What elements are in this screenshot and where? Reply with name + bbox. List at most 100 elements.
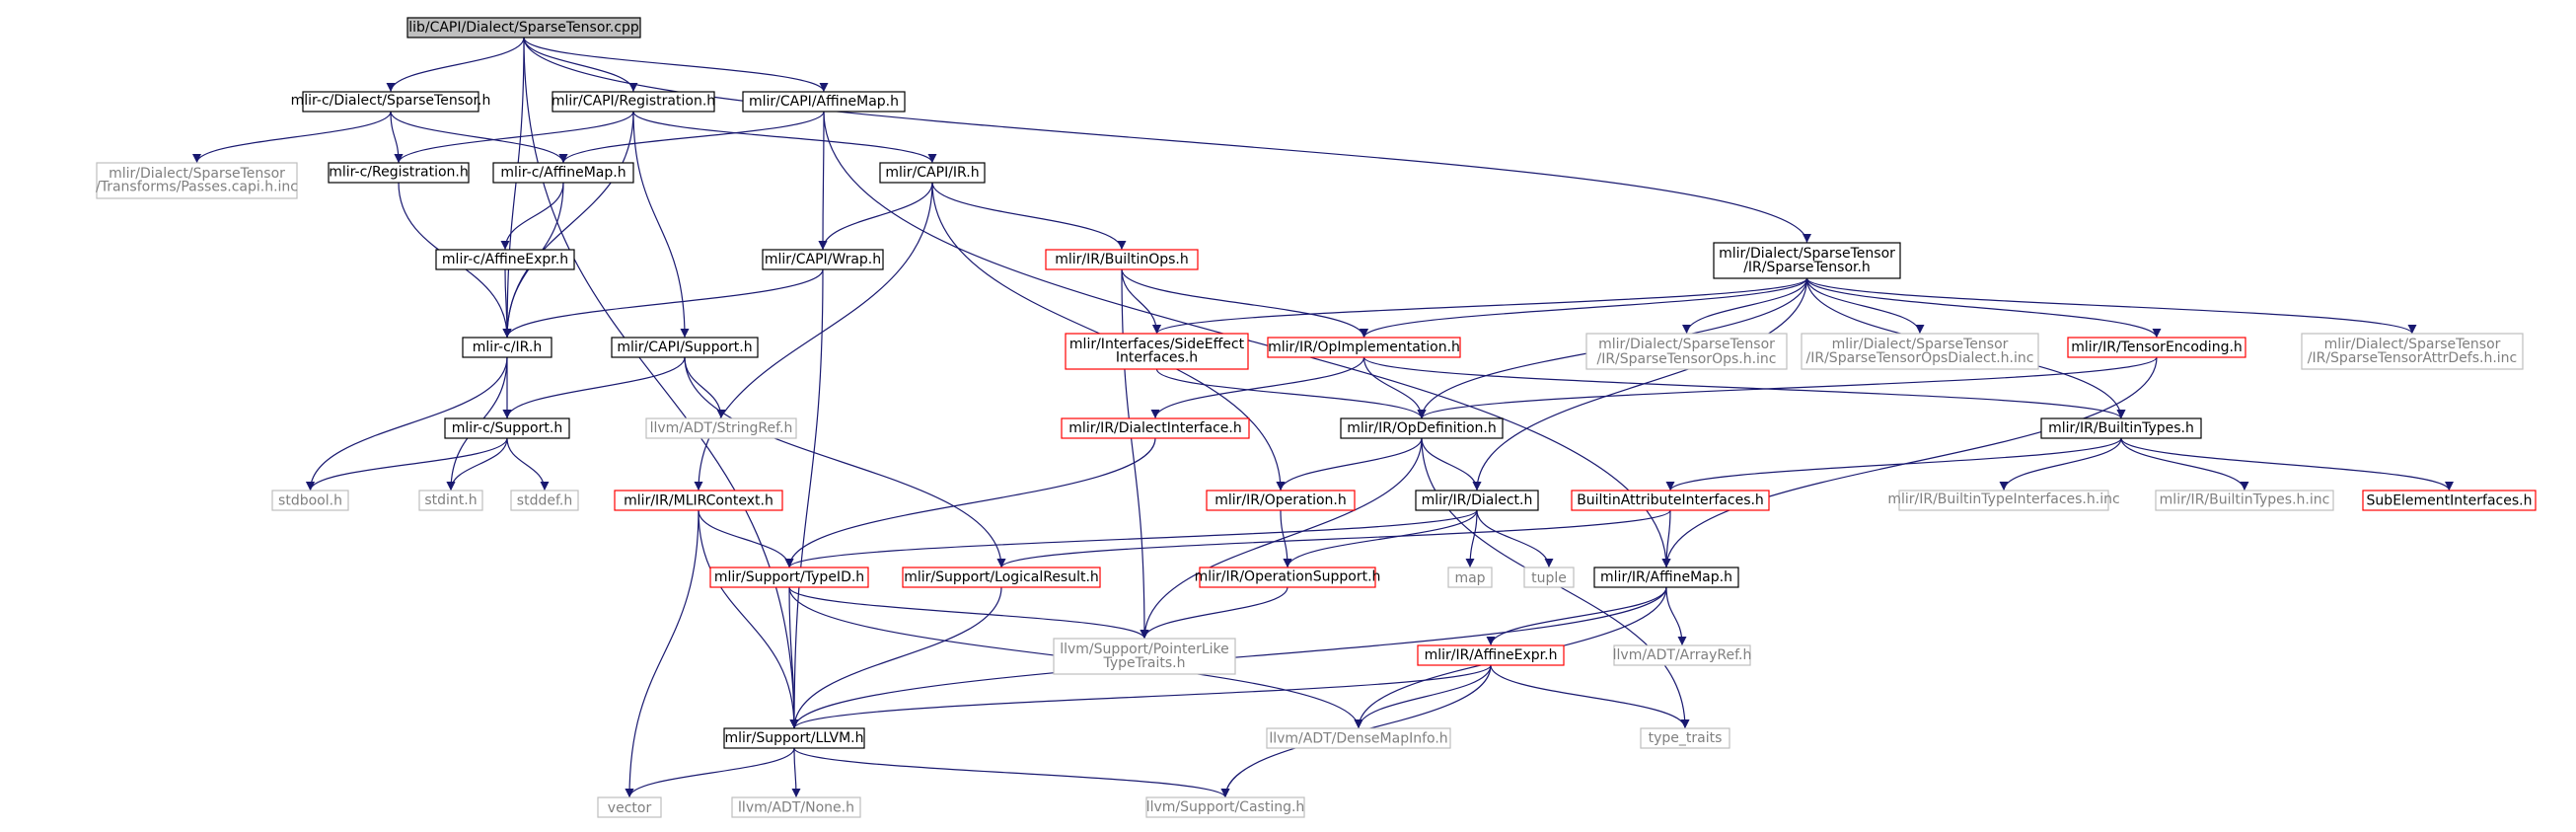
node-n_affinemap[interactable]: mlir/IR/AffineMap.h [1593,567,1739,588]
node-box [723,727,865,749]
node-box [406,17,641,38]
node-box [1340,417,1504,439]
node-n_caffine[interactable]: mlir-c/AffineMap.h [492,162,634,184]
node-n_cir[interactable]: mlir-c/IR.h [462,337,552,358]
node-n_caffexpr[interactable]: mlir-c/AffineExpr.h [435,249,575,270]
edge-n_builtinops-to-n_opimpl [1121,268,1368,339]
node-n_llvm[interactable]: mlir/Support/LLVM.h [723,727,865,749]
node-label: /IR/SparseTensorAttrDefs.h.inc [2308,350,2518,366]
node-box [1613,644,1751,666]
node-box [1640,727,1730,749]
node-n_builtinops[interactable]: mlir/IR/BuiltinOps.h [1045,249,1199,270]
node-n_btinc: mlir/IR/BuiltinTypes.h.inc [2155,490,2334,511]
node-n_csupport[interactable]: mlir-c/Support.h [444,417,570,439]
edge-n_dialectiface-to-n_typeid [784,437,1156,568]
node-box [1145,796,1305,818]
node-label: /IR/SparseTensor.h [1743,260,1871,275]
node-label: mlir/IR/TensorEncoding.h [2071,340,2243,355]
node-n_tensorenc[interactable]: mlir/IR/TensorEncoding.h [2067,337,2246,358]
node-box [552,91,715,113]
edge-n_capisupport-to-n_csupport [502,356,686,419]
node-box [1267,337,1461,358]
node-label: mlir/CAPI/Registration.h [552,94,715,110]
node-root[interactable]: lib/CAPI/Dialect/SparseTensor.cpp [406,17,641,38]
edge-root-to-n_cst [386,37,525,93]
node-box [2067,337,2246,358]
node-label: mlir-c/IR.h [473,340,542,355]
edge-n_mlircontext-to-n_vector [625,509,699,798]
node-n_capireg[interactable]: mlir/CAPI/Registration.h [552,91,715,113]
node-label: Interfaces.h [1116,349,1198,365]
node-label: llvm/Support/PointerLike [1060,642,1229,657]
node-n_creg[interactable]: mlir-c/Registration.h [328,162,470,184]
node-n_dialect[interactable]: mlir/IR/Dialect.h [1415,490,1539,511]
node-n_builtintypes[interactable]: mlir/IR/BuiltinTypes.h [2040,417,2202,439]
edge-n_capisupport-to-n_stringref [684,356,726,419]
edge-root-to-n_cir [502,37,525,339]
node-n_stops: mlir/Dialect/SparseTensor/IR/SparseTenso… [1585,333,1788,370]
node-label: /Transforms/Passes.capi.h.inc [96,179,298,194]
node-n_affexpr[interactable]: mlir/IR/AffineExpr.h [1417,644,1565,666]
node-n_operation[interactable]: mlir/IR/Operation.h [1206,490,1356,511]
node-label: mlir/IR/Operation.h [1214,492,1346,508]
node-n_subelem[interactable]: SubElementInterfaces.h [2362,490,2537,511]
node-n_opimpl[interactable]: mlir/IR/OpImplementation.h [1267,337,1461,358]
node-box [302,91,479,113]
node-n_mlircontext[interactable]: mlir/IR/MLIRContext.h [614,490,783,511]
node-box [709,567,869,588]
node-n_stddef: stddef.h [510,490,579,511]
node-box [1266,727,1451,749]
edge-n_llvm-to-n_none [791,747,801,798]
edge-n_csupport-to-n_stdbool [306,437,508,492]
node-n_logical[interactable]: mlir/Support/LogicalResult.h [902,567,1101,588]
node-n_typeid[interactable]: mlir/Support/TypeID.h [709,567,869,588]
node-box [492,162,634,184]
edge-n_builtintypes-to-n_btiface [1999,437,2122,492]
node-label: mlir/IR/BuiltinTypes.h.inc [2160,492,2330,508]
edge-root-to-n_capiaffine [523,37,829,93]
node-label: mlir-c/Support.h [452,420,562,436]
node-n_capiwrap[interactable]: mlir/CAPI/Wrap.h [762,249,884,270]
edge-n_cst-to-n_caffine [390,111,568,164]
edge-n_capiwrap-to-n_cir [502,268,824,339]
node-n_builtinattr[interactable]: BuiltinAttributeInterfaces.h [1571,490,1770,511]
node-n_capiaffine[interactable]: mlir/CAPI/AffineMap.h [742,91,906,113]
edges [192,37,2454,798]
node-box [614,490,783,511]
edge-n_sparsetensor-to-n_stattr [1805,277,2417,335]
node-label: mlir-c/AffineMap.h [500,165,626,181]
node-box [1571,490,1770,511]
node-n_opdef[interactable]: mlir/IR/OpDefinition.h [1340,417,1504,439]
node-n_stdbool: stdbool.h [271,490,349,511]
edge-n_sparsetensor-to-n_dialect [1472,277,1808,492]
node-box [645,417,797,439]
edge-n_capireg-to-n_capiir [632,111,937,164]
node-label: llvm/ADT/None.h [738,800,854,816]
node-box [597,796,662,818]
node-label: tuple [1531,570,1567,586]
edge-n_builtinattr-to-n_affinemap [1661,509,1671,568]
node-box [1061,417,1250,439]
node-n_cst[interactable]: mlir-c/Dialect/SparseTensor.h [291,91,491,113]
node-n_dialectiface[interactable]: mlir/IR/DialectInterface.h [1061,417,1250,439]
node-label: mlir/IR/MLIRContext.h [624,492,773,508]
edge-n_builtinops-to-n_pointerlike [1121,268,1149,640]
node-box [96,162,298,199]
node-label: mlir-c/Dialect/SparseTensor.h [291,93,491,109]
node-n_opsupport[interactable]: mlir/IR/OperationSupport.h [1195,567,1381,588]
node-box [762,249,884,270]
edge-n_builtintypes-to-n_builtinattr [1665,437,2122,492]
edge-n_csupport-to-n_stddef [506,437,550,492]
edge-n_opdef-to-n_dialect [1421,437,1482,492]
node-n_capiir[interactable]: mlir/CAPI/IR.h [879,162,986,184]
edge-n_capiir-to-n_mlircontext [694,182,933,492]
edge-n_typeid-to-n_pointerlike [788,586,1149,640]
node-n_btiface: mlir/IR/BuiltinTypeInterfaces.h.inc [1887,490,2120,511]
edge-n_opdef-to-n_pointerlike [1140,437,1423,640]
node-label: llvm/Support/Casting.h [1146,799,1305,815]
node-box [435,249,575,270]
node-n_capisupport[interactable]: mlir/CAPI/Support.h [611,337,759,358]
node-n_sparsetensor[interactable]: mlir/Dialect/SparseTensor/IR/SparseTenso… [1713,242,1901,279]
